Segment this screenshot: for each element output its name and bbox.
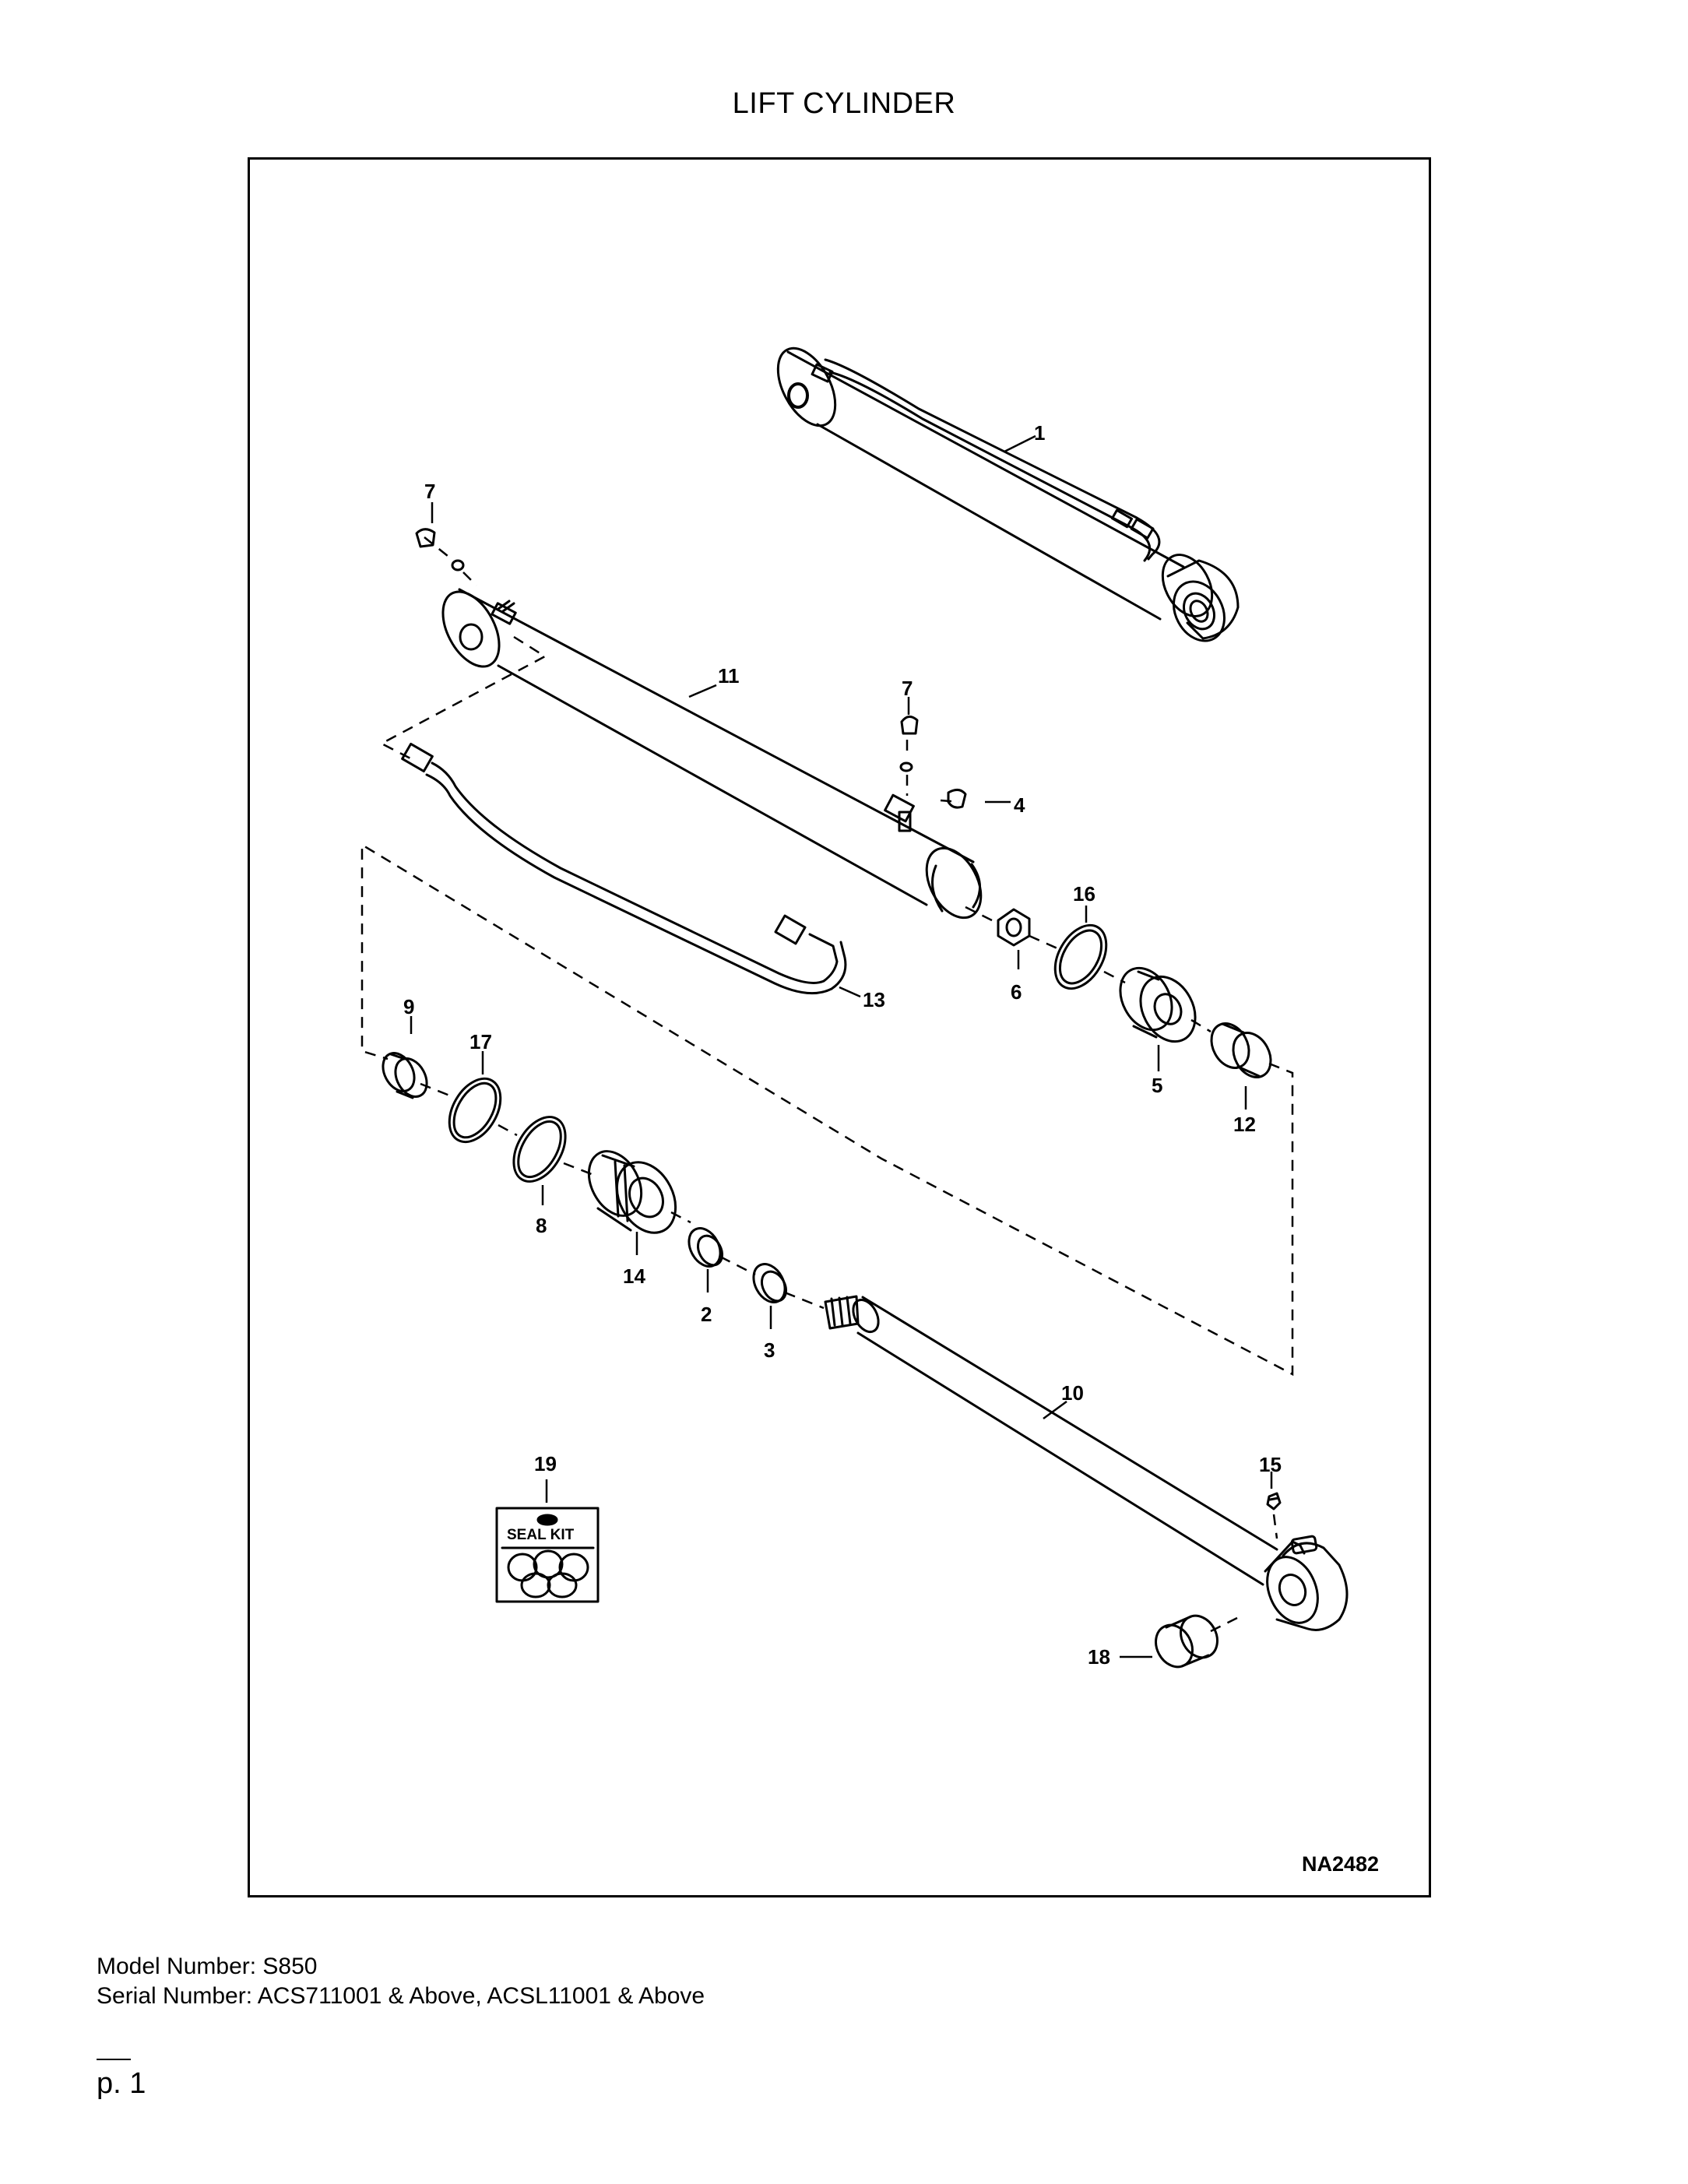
- callout-7-left: 7: [424, 480, 435, 503]
- model-number: Model Number: S850: [97, 1954, 318, 1979]
- callout-1: 1: [1034, 421, 1045, 445]
- page-number: p. 1: [97, 2067, 146, 2100]
- seal-kit-label: SEAL KIT: [507, 1527, 575, 1543]
- wiper-part-9: [382, 1052, 428, 1099]
- callout-19: 19: [534, 1452, 557, 1475]
- callout-5: 5: [1152, 1074, 1162, 1097]
- callout-10: 10: [1061, 1381, 1084, 1405]
- ring-part-16: [1053, 923, 1108, 990]
- page-rule: [97, 2059, 131, 2060]
- serial-number: Serial Number: ACS711001 & Above, ACSL11…: [97, 1983, 705, 2009]
- tube-part-13: [401, 742, 847, 995]
- callout-13: 13: [863, 988, 885, 1011]
- callout-11: 11: [718, 664, 740, 688]
- callout-4: 4: [1014, 793, 1025, 817]
- callout-9: 9: [403, 995, 414, 1018]
- diagram-frame: [248, 157, 1431, 1897]
- fitting-part-7-left: [415, 528, 465, 571]
- callout-7-middle: 7: [902, 677, 913, 700]
- nut-part-6: [997, 908, 1031, 947]
- callout-14: 14: [623, 1264, 645, 1288]
- assembled-cylinder-part-1: [776, 346, 1240, 642]
- callout-2: 2: [701, 1303, 712, 1326]
- piston-rod-part-10: [824, 1295, 1278, 1586]
- footer: Model Number: S850 Serial Number: ACS711…: [97, 1952, 705, 2011]
- seal-part-2: [688, 1227, 724, 1268]
- cylinder-barrel-part-11: [441, 588, 983, 920]
- piston-part-5: [1119, 966, 1197, 1043]
- drawing-code: NA2482: [1302, 1852, 1379, 1876]
- callout-8: 8: [536, 1214, 547, 1237]
- callout-18: 18: [1088, 1645, 1110, 1669]
- callout-16: 16: [1073, 882, 1095, 906]
- cylinder-head-part-14: [587, 1150, 677, 1234]
- o-ring-part-8: [512, 1116, 567, 1183]
- assembly-dashed-lines: [360, 536, 1294, 1633]
- callout-12: 12: [1233, 1113, 1256, 1136]
- fitting-part-7-middle: [899, 716, 919, 772]
- rod-eye: [1264, 1535, 1349, 1631]
- seal-part-3: [752, 1263, 788, 1303]
- bushing-part-12: [1210, 1022, 1272, 1078]
- callout-15: 15: [1259, 1453, 1282, 1476]
- o-ring-part-17: [448, 1077, 502, 1144]
- grease-fitting-part-15: [1266, 1492, 1282, 1511]
- callout-17: 17: [469, 1030, 492, 1053]
- seal-kit-icon: [495, 1507, 600, 1603]
- clip-part-4: [947, 789, 967, 809]
- page-title: LIFT CYLINDER: [732, 87, 956, 120]
- callout-6: 6: [1011, 980, 1022, 1004]
- callout-3: 3: [764, 1338, 775, 1362]
- leader-lines: [410, 434, 1273, 1658]
- pin-bushing-part-18: [1155, 1614, 1219, 1669]
